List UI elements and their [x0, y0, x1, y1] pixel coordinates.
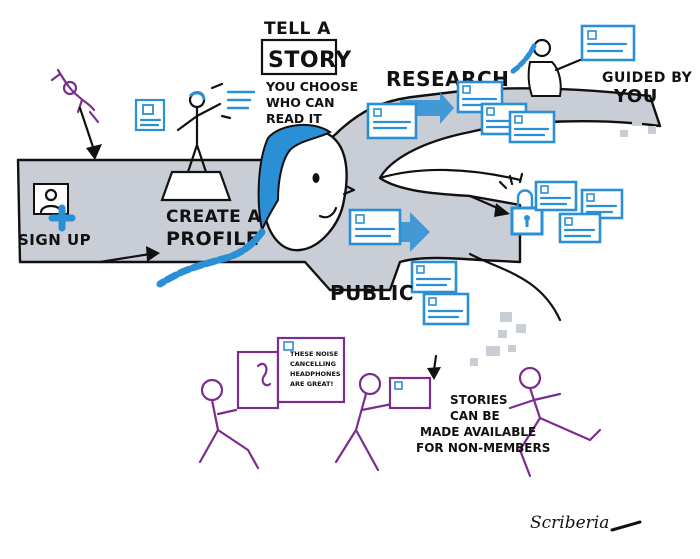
read-it-label: READ IT: [266, 111, 322, 126]
stories-label-1: STORIES: [450, 393, 508, 407]
non-members-group: [198, 336, 602, 478]
private-cards: [534, 180, 624, 244]
stories-label-2: CAN BE: [450, 409, 500, 423]
tell-a-story: TELL A STORY YOU CHOOSE WHO CAN READ IT: [260, 19, 358, 126]
stories-label-3: MADE AVAILABLE: [420, 425, 536, 439]
stories-label-4: FOR NON-MEMBERS: [416, 441, 550, 455]
who-can-label: WHO CAN: [266, 95, 335, 110]
climbing-person: [50, 68, 100, 124]
storyteller-face: [156, 123, 356, 288]
bubble-line-3: HEADPHONES: [290, 370, 341, 378]
guided-by-label: GUIDED BY: [602, 70, 693, 86]
bubble-line-1: THESE NOISE: [290, 350, 338, 358]
tell-a-label: TELL A: [264, 19, 331, 39]
create-a-label: CREATE A: [166, 207, 262, 227]
you-label: YOU: [613, 86, 658, 107]
sign-up-step: SIGN UP: [18, 183, 91, 249]
you-choose-label: YOU CHOOSE: [265, 79, 358, 94]
researcher-figure: [509, 38, 582, 97]
profile-label: PROFILE: [166, 228, 259, 250]
public-label: PUBLIC: [330, 281, 414, 305]
pen-icon: [610, 520, 642, 532]
arrow-icon: [98, 252, 152, 264]
arrow-icon: [78, 106, 96, 152]
bubble-line-4: ARE GREAT!: [290, 380, 333, 388]
public-cards: [348, 208, 470, 326]
profile-figure: [134, 82, 256, 202]
story-label: STORY: [268, 48, 352, 73]
research-cards: [366, 24, 636, 144]
signature-logo: Scriberia: [530, 513, 609, 533]
padlock-icon: [498, 172, 544, 236]
bubble-line-2: CANCELLING: [290, 360, 336, 368]
sign-up-label: SIGN UP: [18, 231, 91, 249]
